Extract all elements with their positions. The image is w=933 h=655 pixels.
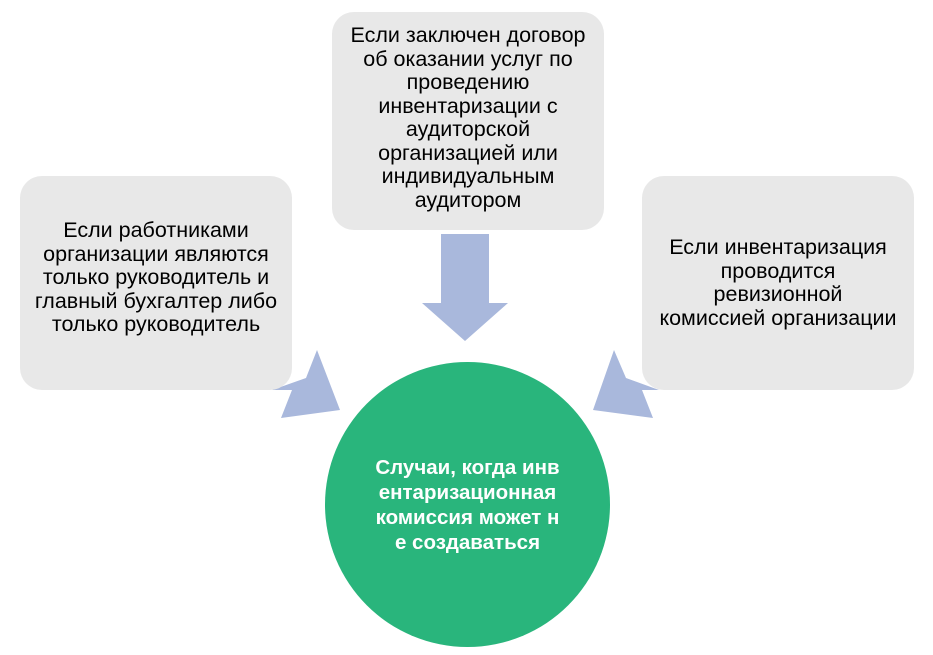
arrow-top-to-center — [422, 234, 508, 341]
arrow-left-to-center — [272, 350, 340, 418]
condition-box-left: Если работниками организации являются то… — [20, 176, 292, 390]
condition-text-right: Если инвентаризация проводится ревизионн… — [659, 235, 897, 330]
condition-text-top: Если заключен договор об оказании услуг … — [350, 23, 586, 212]
arrow-right-to-center — [593, 350, 659, 418]
condition-text-left: Если работниками организации являются то… — [34, 218, 278, 337]
condition-box-top: Если заключен договор об оказании услуг … — [332, 12, 604, 230]
center-circle: Случаи, когда инвентаризационная комисси… — [325, 362, 610, 647]
center-text: Случаи, когда инвентаризационная комисси… — [375, 455, 560, 554]
condition-box-right: Если инвентаризация проводится ревизионн… — [642, 176, 914, 390]
